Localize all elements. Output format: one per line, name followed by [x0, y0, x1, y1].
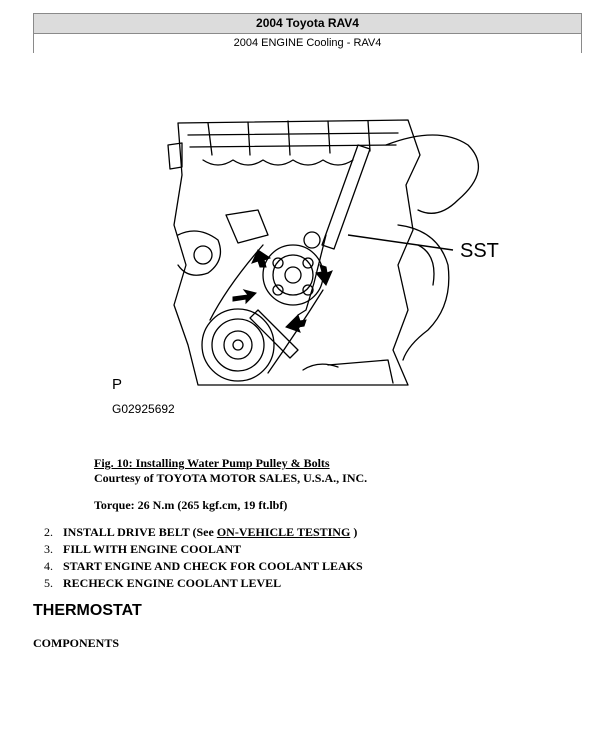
section-heading-thermostat: THERMOSTAT: [33, 602, 142, 619]
document-header: 2004 Toyota RAV4 2004 ENGINE Cooling - R…: [33, 13, 582, 53]
step-number: 4.: [44, 559, 53, 573]
step-item: 4. START ENGINE AND CHECK FOR COOLANT LEA…: [44, 558, 363, 575]
section-subtitle: 2004 ENGINE Cooling - RAV4: [34, 34, 581, 53]
view-label-p: P: [112, 376, 122, 393]
step-text: START ENGINE AND CHECK FOR COOLANT LEAKS: [63, 559, 363, 573]
step-item: 3. FILL WITH ENGINE COOLANT: [44, 541, 363, 558]
subsection-heading-components: COMPONENTS: [33, 636, 120, 650]
step-text: INSTALL DRIVE BELT (See: [63, 525, 217, 539]
sst-callout: SST: [460, 240, 499, 262]
step-item: 5. RECHECK ENGINE COOLANT LEVEL: [44, 575, 363, 592]
figure-code: G02925692: [112, 402, 175, 416]
water-pump-pulley-illustration: SST P G02925692: [108, 115, 528, 425]
torque-spec: Torque: 26 N.m (265 kgf.cm, 19 ft.lbf): [94, 498, 288, 512]
procedure-steps: 2. INSTALL DRIVE BELT (See ON-VEHICLE TES…: [44, 524, 363, 592]
step-item: 2. INSTALL DRIVE BELT (See ON-VEHICLE TES…: [44, 524, 363, 541]
figure-courtesy: Courtesy of TOYOTA MOTOR SALES, U.S.A., …: [94, 471, 368, 485]
figure-caption-title: Fig. 10: Installing Water Pump Pulley & …: [94, 456, 330, 470]
step-text: RECHECK ENGINE COOLANT LEVEL: [63, 576, 282, 590]
step-number: 3.: [44, 542, 53, 556]
step-text-after: ): [350, 525, 358, 539]
on-vehicle-testing-link[interactable]: ON-VEHICLE TESTING: [216, 525, 351, 539]
step-text: FILL WITH ENGINE COOLANT: [63, 542, 242, 556]
step-number: 5.: [44, 576, 53, 590]
step-number: 2.: [44, 525, 53, 539]
vehicle-title: 2004 Toyota RAV4: [34, 14, 581, 34]
